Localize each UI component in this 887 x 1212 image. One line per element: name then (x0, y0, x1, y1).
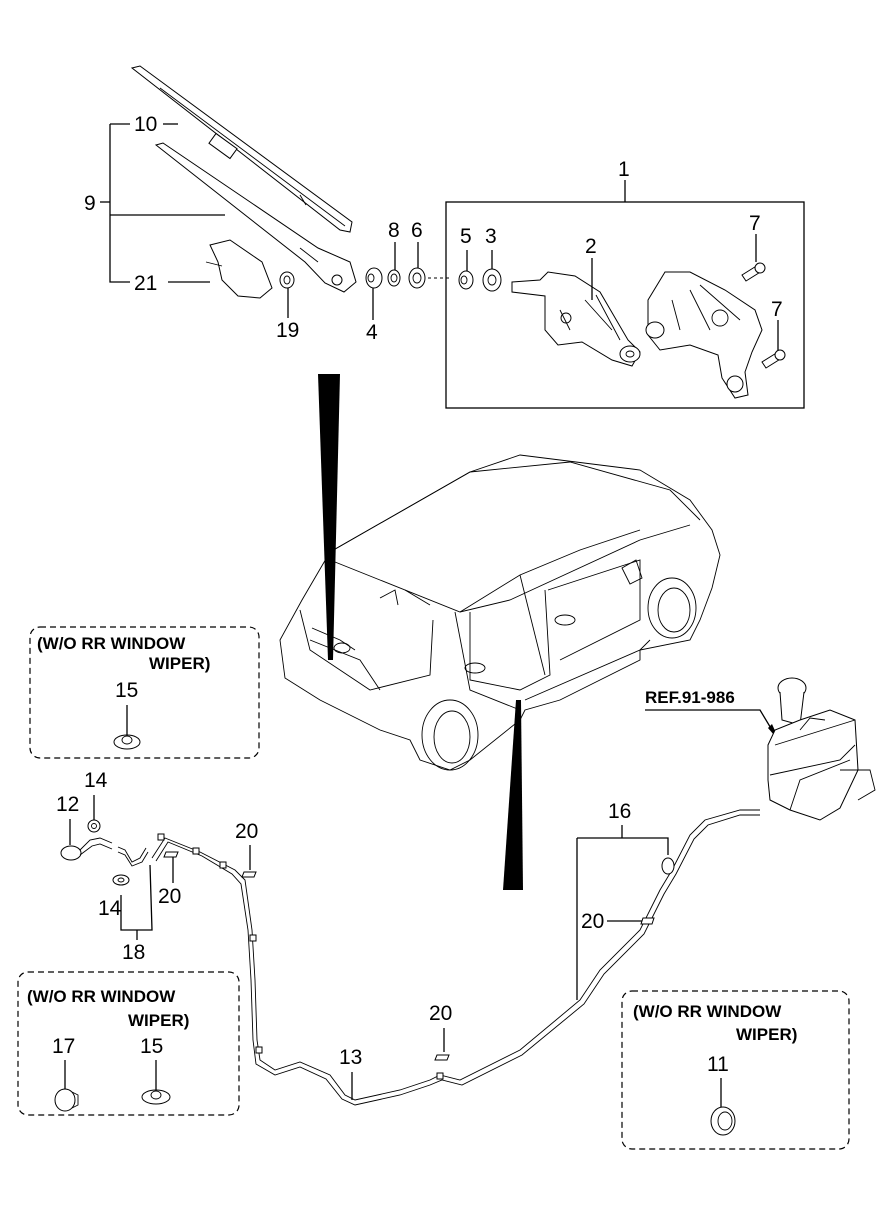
callout-2: 2 (585, 235, 597, 258)
callout-11: 11 (707, 1053, 729, 1076)
arm-cover[interactable] (205, 239, 273, 299)
callout-7-upper: 7 (749, 212, 761, 235)
note-top-line2: WIPER) (149, 654, 210, 673)
pointer-to-washer-hose (503, 700, 523, 890)
clip-20-left[interactable] (163, 851, 179, 858)
callout-5: 5 (460, 225, 472, 248)
bolt-upper[interactable] (741, 262, 766, 282)
grommet-16[interactable] (661, 857, 675, 875)
bolt-lower[interactable] (761, 349, 786, 369)
wiper-arm[interactable] (154, 142, 357, 293)
grommet-15-top[interactable] (113, 734, 141, 750)
grommet-15-bottom[interactable] (141, 1089, 171, 1105)
callout-13: 13 (339, 1046, 362, 1069)
callout-1: 1 (618, 158, 630, 181)
note-box-top (29, 626, 260, 759)
callout-20-right: 20 (581, 910, 604, 933)
motor-nut[interactable] (458, 270, 474, 290)
wiper-motor[interactable] (511, 271, 641, 367)
callout-20-mid: 20 (235, 820, 258, 843)
callout-14-upper: 14 (84, 769, 108, 792)
washer-hose[interactable] (151, 809, 760, 1106)
pointer-to-tailgate (318, 374, 340, 660)
note-bottom-left-line2: WIPER) (128, 1011, 189, 1030)
clip-14-lower[interactable] (112, 874, 130, 886)
note-bottom-right-line2: WIPER) (736, 1025, 797, 1044)
callout-21: 21 (134, 272, 157, 295)
motor-bushing[interactable] (482, 268, 502, 292)
callout-10: 10 (134, 113, 157, 136)
washer-reservoir[interactable] (767, 677, 876, 821)
callout-7-lower: 7 (771, 298, 783, 321)
vehicle-outline (279, 454, 721, 771)
callout-15-top: 15 (115, 679, 138, 702)
plug-11[interactable] (710, 1106, 736, 1136)
note-bottom-left-line1: (W/O RR WINDOW (27, 987, 176, 1006)
callout-3: 3 (485, 225, 497, 248)
note-bottom-right-line1: (W/O RR WINDOW (633, 1002, 782, 1021)
note-top-line1: (W/O RR WINDOW (37, 634, 186, 653)
callout-6: 6 (411, 219, 423, 242)
motor-bracket[interactable] (645, 271, 763, 399)
clip-20-mid[interactable] (241, 871, 257, 878)
clip-20-right[interactable] (640, 917, 655, 925)
callout-16: 16 (608, 800, 631, 823)
callout-20-bottom: 20 (429, 1002, 452, 1025)
callout-9: 9 (84, 192, 96, 215)
note-box-bottom-left (17, 971, 240, 1116)
reference-label[interactable]: REF.91-986 (645, 688, 735, 707)
clip-20-bottom[interactable] (434, 1054, 450, 1061)
note-box-bottom-right (621, 990, 850, 1150)
callout-4: 4 (366, 321, 378, 344)
callout-15-bottom: 15 (140, 1035, 163, 1058)
callout-14-lower: 14 (98, 897, 122, 920)
callout-19: 19 (276, 319, 299, 342)
callout-18: 18 (122, 941, 145, 964)
wiper-blade[interactable] (130, 65, 353, 233)
washers-and-nuts[interactable] (279, 267, 450, 289)
callout-20-left: 20 (158, 885, 181, 908)
plug-17[interactable] (54, 1088, 79, 1112)
callout-17: 17 (52, 1035, 75, 1058)
washer-nozzle[interactable] (60, 837, 113, 861)
callout-8: 8 (388, 219, 400, 242)
clip-14-upper[interactable] (87, 819, 101, 833)
callout-12: 12 (56, 793, 79, 816)
